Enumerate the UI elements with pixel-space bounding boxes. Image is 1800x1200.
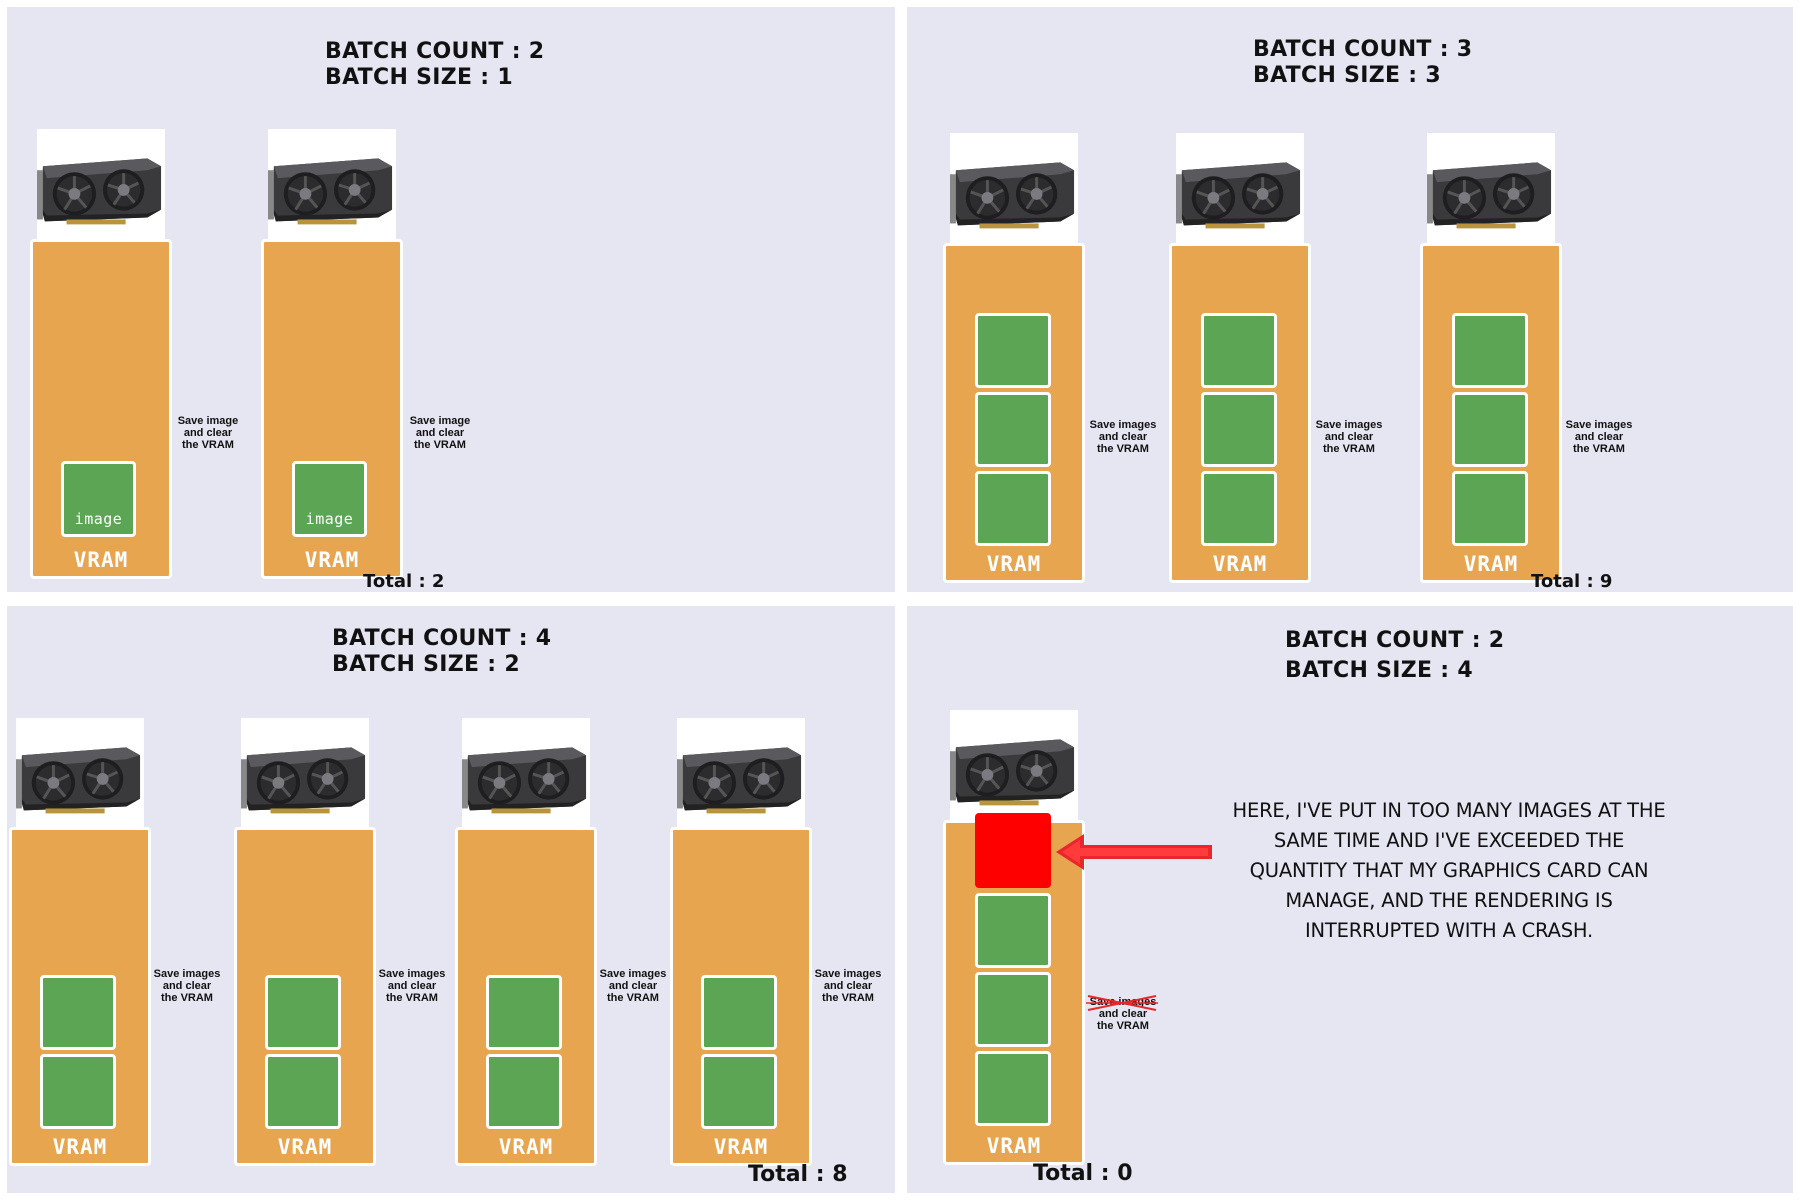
image-slot (40, 1054, 116, 1129)
batch-size-label: BATCH SIZE : 3 (1253, 63, 1441, 88)
save-and-clear-note: Save images and clear the VRAM (1315, 419, 1383, 455)
gpu-card-icon (268, 129, 396, 241)
image-slot (975, 392, 1051, 467)
save-and-clear-note: Save images and clear the VRAM (599, 968, 667, 1004)
gpu-card-icon (462, 718, 590, 830)
vram-label: VRAM (986, 552, 1042, 576)
image-slot (975, 972, 1051, 1047)
vram-block: image VRAM (261, 239, 403, 579)
panel-title: BATCH COUNT : 4 BATCH SIZE : 2 (332, 626, 551, 678)
image-slot (1201, 313, 1277, 388)
gpu-card-icon (1427, 133, 1555, 245)
gpu-card-icon (1176, 133, 1304, 245)
vram-block: image VRAM (30, 239, 172, 579)
save-and-clear-note: Save images and clear the VRAM (814, 968, 882, 1004)
image-slot (975, 893, 1051, 968)
vram-label: VRAM (1463, 552, 1519, 576)
save-and-clear-note: Save images and clear the VRAM (1089, 419, 1157, 455)
gpu-card-icon (950, 133, 1078, 245)
image-slot-label: image (305, 510, 354, 528)
gpu-card-icon (16, 718, 144, 830)
vram-block: VRAM (9, 827, 151, 1166)
vram-label: VRAM (1212, 552, 1268, 576)
gpu-card-icon (950, 710, 1078, 822)
vram-block: VRAM (943, 243, 1085, 583)
gpu-card-icon (37, 129, 165, 241)
image-slot (1201, 392, 1277, 467)
vram-block: VRAM (1420, 243, 1562, 583)
vram-label: VRAM (277, 1135, 333, 1159)
image-slot: image (292, 461, 367, 537)
vram-block: VRAM (670, 827, 812, 1166)
save-and-clear-note: Save image and clear the VRAM (177, 415, 239, 451)
panel-title: BATCH COUNT : 2 BATCH SIZE : 1 (325, 39, 544, 91)
image-slot (701, 975, 777, 1050)
strikethrough-icon (1085, 995, 1158, 1011)
image-slot (701, 1054, 777, 1129)
image-slot: image (61, 461, 136, 537)
save-and-clear-note: Save image and clear the VRAM (409, 415, 471, 451)
total-label: Total : 8 (748, 1162, 848, 1187)
batch-count-label: BATCH COUNT : 2 (325, 39, 545, 64)
gpu-card-icon (241, 718, 369, 830)
image-slot (1201, 471, 1277, 546)
batch-count-label: BATCH COUNT : 3 (1253, 37, 1473, 62)
save-and-clear-note: Save images and clear the VRAM (1565, 419, 1633, 455)
panel-title: BATCH COUNT : 2 BATCH SIZE : 4 (1285, 626, 1504, 686)
image-slot-label: image (74, 510, 123, 528)
batch-size-label: BATCH SIZE : 2 (332, 652, 520, 677)
panel-batch-count-2-size-1: BATCH COUNT : 2 BATCH SIZE : 1 image VRA… (7, 7, 895, 592)
total-label: Total : 9 (1531, 571, 1613, 592)
total-label: Total : 0 (1033, 1161, 1133, 1186)
vram-block: VRAM (1169, 243, 1311, 583)
image-slot (1452, 313, 1528, 388)
panel-title: BATCH COUNT : 3 BATCH SIZE : 3 (1253, 37, 1472, 89)
vram-label: VRAM (986, 1134, 1042, 1158)
image-slot (265, 1054, 341, 1129)
image-slot (486, 1054, 562, 1129)
image-slot (975, 313, 1051, 388)
vram-block: VRAM (455, 827, 597, 1166)
vram-label: VRAM (498, 1135, 554, 1159)
panel-batch-count-2-size-4: BATCH COUNT : 2 BATCH SIZE : 4 VRAM Save… (907, 606, 1793, 1193)
batch-size-label: BATCH SIZE : 4 (1285, 658, 1473, 683)
overflow-image-slot (975, 813, 1051, 888)
save-and-clear-note-struck: Save images and clear the VRAM (1083, 995, 1163, 1032)
image-slot (1452, 471, 1528, 546)
batch-count-label: BATCH COUNT : 4 (332, 626, 552, 651)
save-and-clear-note: Save images and clear the VRAM (153, 968, 221, 1004)
gpu-card-icon (677, 718, 805, 830)
save-and-clear-note: Save images and clear the VRAM (378, 968, 446, 1004)
image-slot (1452, 392, 1528, 467)
image-slot (486, 975, 562, 1050)
vram-label: VRAM (52, 1135, 108, 1159)
total-label: Total : 2 (363, 571, 445, 592)
crash-explanation-text: HERE, i've PUT iN TOO MANY iMAGES AT THE… (1232, 799, 1666, 942)
image-slot (975, 471, 1051, 546)
image-slot (975, 1051, 1051, 1126)
batch-count-label: BATCH COUNT : 2 (1285, 628, 1505, 653)
batch-size-label: BATCH SIZE : 1 (325, 65, 513, 90)
vram-block: VRAM (234, 827, 376, 1166)
red-arrow-left-icon (1056, 834, 1212, 870)
vram-label: VRAM (304, 548, 360, 572)
panel-batch-count-4-size-2: BATCH COUNT : 4 BATCH SIZE : 2 VRAM Save… (7, 606, 895, 1193)
image-slot (40, 975, 116, 1050)
panel-batch-count-3-size-3: BATCH COUNT : 3 BATCH SIZE : 3 VRAM Save… (907, 7, 1793, 592)
vram-label: VRAM (713, 1135, 769, 1159)
vram-label: VRAM (73, 548, 129, 572)
image-slot (265, 975, 341, 1050)
vram-block: VRAM (943, 813, 1085, 1165)
